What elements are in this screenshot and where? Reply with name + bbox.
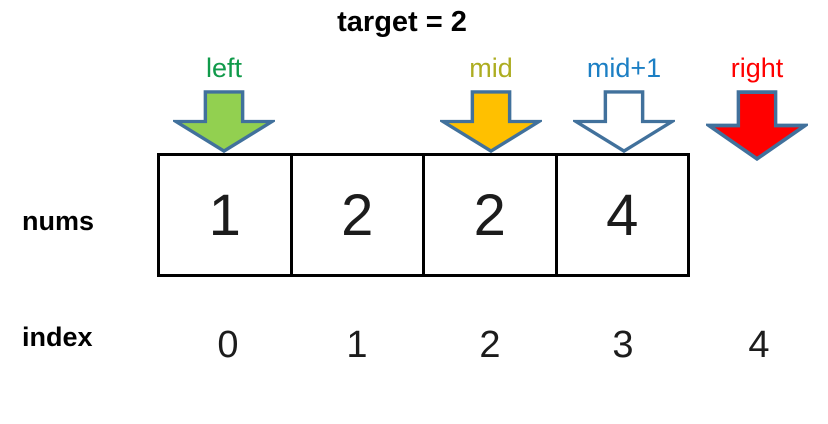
index-row-label: index <box>22 322 93 352</box>
mid-pointer-label: mid <box>469 53 513 83</box>
array-value: 2 <box>473 182 506 248</box>
right-pointer-label: right <box>730 53 784 83</box>
mid-plus-1-arrow-shape <box>573 90 675 153</box>
array-cell-1: 2 <box>293 156 425 274</box>
index-value-2: 2 <box>479 324 501 366</box>
nums-row-label: nums <box>22 206 95 236</box>
pointer-mid-plus-1: mid+1 <box>559 52 689 153</box>
index-value-0: 0 <box>217 324 239 366</box>
mid-arrow-shape <box>440 90 542 153</box>
right-arrow-icon <box>706 90 808 161</box>
left-arrow-icon <box>173 90 275 153</box>
target-title: target = 2 <box>337 6 467 38</box>
index-value-3: 3 <box>612 324 634 366</box>
pointer-left: left <box>159 52 289 153</box>
mid-arrow-icon <box>440 90 542 153</box>
right-arrow-shape <box>706 90 808 161</box>
array-value: 4 <box>606 182 639 248</box>
index-value-1: 1 <box>346 324 368 366</box>
mid-plus-1-arrow-icon <box>573 90 675 153</box>
array-value: 2 <box>341 182 374 248</box>
array-cell-2: 2 <box>425 156 558 274</box>
mid-plus-1-pointer-label: mid+1 <box>586 53 662 83</box>
nums-array: 1 2 2 4 <box>157 153 690 277</box>
index-value-4: 4 <box>748 324 770 366</box>
pointer-mid: mid <box>426 52 556 153</box>
array-cell-3: 4 <box>558 156 688 274</box>
left-pointer-label: left <box>205 53 243 83</box>
array-value: 1 <box>208 182 241 248</box>
left-arrow-shape <box>173 90 275 153</box>
pointer-right: right <box>692 52 822 161</box>
array-cell-0: 1 <box>160 156 293 274</box>
